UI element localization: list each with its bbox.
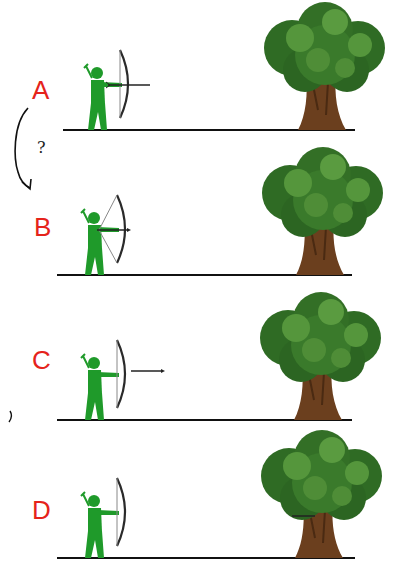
tree	[262, 147, 383, 275]
archer	[81, 195, 131, 275]
tree	[264, 2, 385, 130]
archer	[84, 50, 150, 130]
panel-letter: D	[32, 497, 51, 523]
panel-letter: A	[32, 77, 49, 103]
tree	[260, 292, 381, 420]
panel-letter: C	[32, 347, 51, 373]
annotation-arrowhead	[22, 179, 31, 189]
handwritten-note: ?	[37, 140, 46, 156]
panel-letter: B	[34, 214, 51, 240]
tree	[261, 430, 382, 558]
archer	[81, 478, 315, 558]
archer	[81, 340, 165, 420]
annotation-arrow	[15, 108, 30, 188]
pen-mark	[9, 411, 11, 422]
